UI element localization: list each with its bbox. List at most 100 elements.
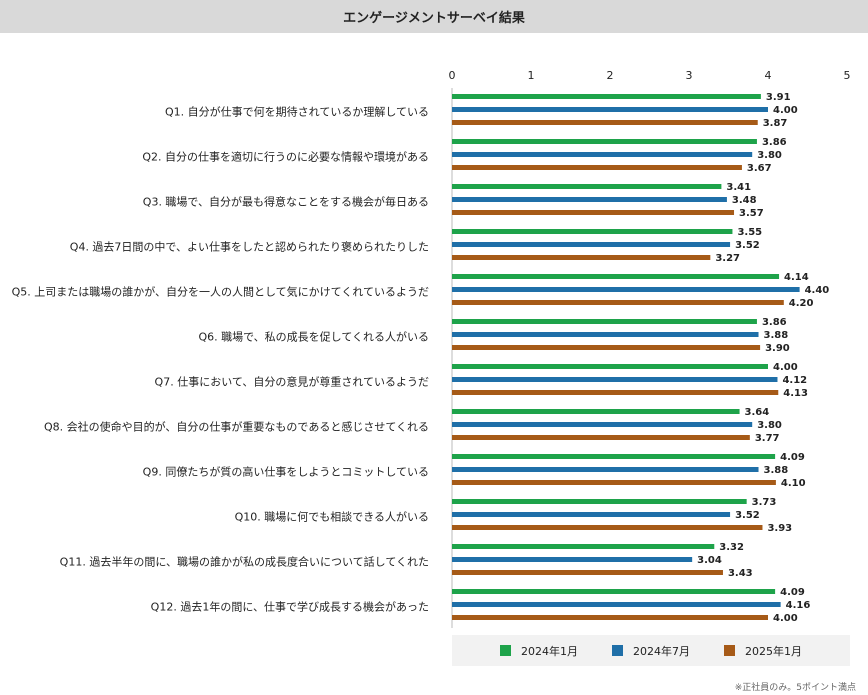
x-tick-label-3: 3 — [686, 69, 693, 82]
category-label-9: Q10. 職場に何でも相談できる人がいる — [235, 510, 429, 524]
data-label-8-0: 4.09 — [780, 452, 805, 463]
bar-5-1 — [452, 332, 759, 337]
legend-label-1: 2024年7月 — [633, 644, 690, 658]
data-label-8-1: 3.88 — [764, 465, 789, 476]
data-label-10-1: 3.04 — [697, 555, 722, 566]
data-label-11-0: 4.09 — [780, 587, 805, 598]
bar-5-0 — [452, 319, 757, 324]
bar-8-1 — [452, 467, 759, 472]
data-label-2-2: 3.57 — [739, 208, 764, 219]
bar-9-2 — [452, 525, 763, 530]
data-label-9-1: 3.52 — [735, 510, 760, 521]
bar-1-1 — [452, 152, 753, 157]
x-tick-label-5: 5 — [844, 69, 851, 82]
bar-6-1 — [452, 377, 778, 382]
bar-2-2 — [452, 210, 735, 215]
data-label-7-1: 3.80 — [757, 420, 782, 431]
data-label-4-2: 4.20 — [789, 298, 814, 309]
bar-1-0 — [452, 139, 757, 144]
data-label-7-0: 3.64 — [745, 407, 770, 418]
data-label-6-2: 4.13 — [783, 388, 808, 399]
bar-11-0 — [452, 589, 776, 594]
bar-9-1 — [452, 512, 731, 517]
bar-7-2 — [452, 435, 750, 440]
bar-10-2 — [452, 570, 723, 575]
bar-3-0 — [452, 229, 733, 234]
data-label-6-0: 4.00 — [773, 362, 798, 373]
bar-9-0 — [452, 499, 747, 504]
data-label-2-1: 3.48 — [732, 195, 757, 206]
data-label-3-2: 3.27 — [715, 253, 740, 264]
bar-7-1 — [452, 422, 753, 427]
data-label-9-0: 3.73 — [752, 497, 777, 508]
legend-item-2: 2025年1月 — [724, 643, 802, 659]
data-label-10-0: 3.32 — [719, 542, 744, 553]
bar-5-2 — [452, 345, 761, 350]
category-label-5: Q6. 職場で、私の成長を促してくれる人がいる — [198, 330, 429, 344]
bar-11-1 — [452, 602, 781, 607]
category-label-1: Q2. 自分の仕事を適切に行うのに必要な情報や環境がある — [142, 150, 429, 164]
legend-label-2: 2025年1月 — [745, 644, 802, 658]
data-label-5-0: 3.86 — [762, 317, 787, 328]
data-label-0-0: 3.91 — [766, 92, 791, 103]
bar-7-0 — [452, 409, 740, 414]
data-label-7-2: 3.77 — [755, 433, 780, 444]
data-label-6-1: 4.12 — [782, 375, 807, 386]
category-label-2: Q3. 職場で、自分が最も得意なことをする機会が毎日ある — [143, 195, 429, 209]
legend-swatch-0 — [500, 645, 511, 656]
legend: 2024年1月 2024年7月 2025年1月 — [452, 635, 850, 666]
legend-swatch-1 — [612, 645, 623, 656]
bar-6-0 — [452, 364, 768, 369]
data-label-11-1: 4.16 — [786, 600, 811, 611]
x-tick-label-2: 2 — [607, 69, 614, 82]
bar-8-0 — [452, 454, 776, 459]
bar-0-2 — [452, 120, 758, 125]
data-label-11-2: 4.00 — [773, 613, 798, 624]
bar-0-0 — [452, 94, 761, 99]
data-label-1-2: 3.67 — [747, 163, 772, 174]
bar-4-1 — [452, 287, 800, 292]
data-label-1-1: 3.80 — [757, 150, 782, 161]
bar-1-2 — [452, 165, 742, 170]
bar-2-0 — [452, 184, 722, 189]
category-label-6: Q7. 仕事において、自分の意見が尊重されているようだ — [155, 375, 429, 389]
legend-item-0: 2024年1月 — [500, 643, 578, 659]
category-label-4: Q5. 上司または職場の誰かが、自分を一人の人間として気にかけてくれているようだ — [12, 285, 429, 299]
data-label-1-0: 3.86 — [762, 137, 787, 148]
data-label-0-1: 4.00 — [773, 105, 798, 116]
bar-10-0 — [452, 544, 715, 549]
data-label-2-0: 3.41 — [726, 182, 751, 193]
category-label-3: Q4. 過去7日間の中で、よい仕事をしたと認められたり褒められたりした — [70, 240, 429, 254]
bar-3-2 — [452, 255, 711, 260]
footnote: ※正社員のみ。5ポイント満点 — [734, 683, 856, 693]
data-label-3-1: 3.52 — [735, 240, 760, 251]
category-label-11: Q12. 過去1年の間に、仕事で学び成長する機会があった — [151, 600, 429, 614]
data-label-5-1: 3.88 — [764, 330, 789, 341]
data-label-9-2: 3.93 — [767, 523, 792, 534]
category-label-0: Q1. 自分が仕事で何を期待されているか理解している — [165, 105, 429, 119]
bar-6-2 — [452, 390, 779, 395]
bar-10-1 — [452, 557, 693, 562]
data-label-3-0: 3.55 — [737, 227, 762, 238]
bar-11-2 — [452, 615, 768, 620]
category-label-10: Q11. 過去半年の間に、職場の誰かが私の成長度合いについて話してくれた — [60, 555, 429, 569]
x-tick-label-0: 0 — [449, 69, 456, 82]
bar-8-2 — [452, 480, 776, 485]
bar-4-2 — [452, 300, 784, 305]
data-label-5-2: 3.90 — [765, 343, 790, 354]
bar-0-1 — [452, 107, 768, 112]
legend-item-1: 2024年7月 — [612, 643, 690, 659]
bar-2-1 — [452, 197, 727, 202]
legend-label-0: 2024年1月 — [521, 644, 578, 658]
data-label-4-1: 4.40 — [805, 285, 830, 296]
bar-3-1 — [452, 242, 731, 247]
category-label-8: Q9. 同僚たちが質の高い仕事をしようとコミットしている — [143, 465, 429, 479]
bar-4-0 — [452, 274, 780, 279]
x-tick-label-4: 4 — [765, 69, 772, 82]
x-tick-label-1: 1 — [528, 69, 535, 82]
data-label-10-2: 3.43 — [728, 568, 753, 579]
chart-title: エンゲージメントサーベイ結果 — [0, 0, 868, 33]
bar-chart: 0 1 2 3 4 5Q1. 自分が仕事で何を期待されているか理解している 3.91 4.00… — [12, 69, 851, 628]
data-label-0-2: 3.87 — [763, 118, 788, 129]
data-label-4-0: 4.14 — [784, 272, 809, 283]
